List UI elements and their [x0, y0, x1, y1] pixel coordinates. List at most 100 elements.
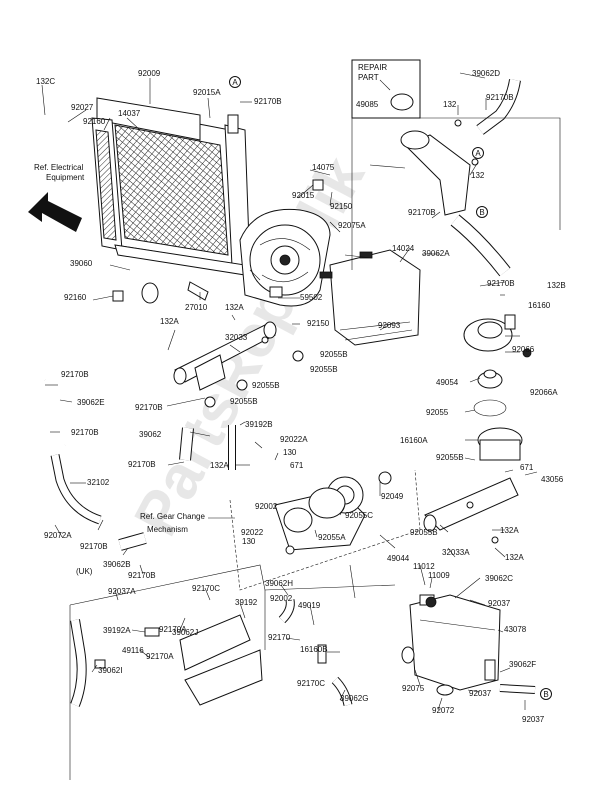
part-number-label: 39192 — [235, 598, 258, 607]
part-number-label: 92170B — [254, 97, 282, 106]
thermostat-housing — [423, 314, 532, 544]
part-number-label: 92170B — [487, 279, 515, 288]
part-number-label: Ref. Gear Change — [140, 512, 205, 521]
part-number-label: 92160 — [83, 117, 106, 126]
part-number-label: 14037 — [118, 109, 141, 118]
part-number-label: 92022 — [241, 528, 264, 537]
part-number-label: 92037 — [469, 689, 492, 698]
part-number-label: 39062B — [103, 560, 131, 569]
part-number-label: 49044 — [387, 554, 410, 563]
part-number-label: 92055B — [230, 397, 258, 406]
part-number-label: 11009 — [428, 571, 450, 580]
water-pipe — [173, 321, 304, 408]
part-number-label: 92066A — [530, 388, 558, 397]
part-number-label: 132A — [210, 461, 229, 470]
part-number-label: 92022A — [280, 435, 308, 444]
part-number-label: 39192B — [245, 420, 273, 429]
part-number-label: 39062D — [472, 69, 500, 78]
part-number-label: 14075 — [312, 163, 335, 172]
part-number-label: 92170B — [408, 208, 436, 217]
part-number-label: 92170B — [135, 403, 163, 412]
part-number-label: 92170A — [159, 625, 187, 634]
part-number-label: 92055B — [252, 381, 280, 390]
part-number-label: 32033 — [225, 333, 248, 342]
marker-a-top: A — [229, 76, 241, 88]
svg-text:B: B — [543, 690, 548, 699]
part-number-label: 92066 — [512, 345, 535, 354]
part-number-label: 92055C — [345, 511, 373, 520]
part-number-label: 92072 — [432, 706, 455, 715]
part-number-label: 39060 — [70, 259, 93, 268]
part-number-label: 27010 — [185, 303, 208, 312]
uk-hoses — [69, 564, 396, 780]
part-number-label: 92170B — [486, 93, 514, 102]
part-number-label: 49085 — [356, 100, 379, 109]
part-number-label: (UK) — [76, 567, 93, 576]
part-number-label: 39062A — [422, 249, 450, 258]
part-number-label: 92055B — [320, 350, 348, 359]
part-number-label: 14024 — [392, 244, 415, 253]
water-pump — [274, 471, 392, 555]
part-number-label: 132B — [547, 281, 566, 290]
svg-text:B: B — [479, 208, 484, 217]
part-number-label: 92170B — [80, 542, 108, 551]
marker-b-lower: B — [540, 688, 552, 700]
repair-part-label-1: REPAIR — [358, 63, 387, 72]
part-number-label: 32102 — [87, 478, 110, 487]
part-number-label: 39062F — [509, 660, 536, 669]
part-number-label: 132 — [471, 171, 485, 180]
part-number-label: 92072A — [44, 531, 72, 540]
part-number-label: 92170B — [61, 370, 89, 379]
ref-electrical-label-2: Equipment — [46, 173, 85, 182]
direction-arrow — [28, 192, 82, 232]
part-number-label: 671 — [290, 461, 304, 470]
part-number-label: 92002 — [270, 594, 293, 603]
part-number-label: 92037A — [108, 587, 136, 596]
part-number-label: 132C — [36, 77, 55, 86]
part-number-label: 92027 — [71, 103, 94, 112]
part-number-label: 92015A — [193, 88, 221, 97]
part-number-label: 92170B — [128, 571, 156, 580]
part-number-label: 132 — [443, 100, 457, 109]
svg-text:A: A — [232, 78, 238, 87]
part-number-label: 92037 — [522, 715, 545, 724]
part-number-label: 132A — [160, 317, 179, 326]
part-number-label: 92055B — [410, 528, 438, 537]
part-number-label: 39062 — [139, 430, 162, 439]
part-number-label: 92049 — [381, 492, 404, 501]
part-number-label: Mechanism — [147, 525, 188, 534]
part-number-label: 39062H — [265, 579, 293, 588]
part-number-label: 92150 — [330, 202, 353, 211]
part-number-label: 92170 — [268, 633, 291, 642]
part-number-label: 16160A — [400, 436, 428, 445]
part-number-label: 49054 — [436, 378, 459, 387]
part-number-label: 130 — [242, 537, 256, 546]
part-number-label: 671 — [520, 463, 534, 472]
part-number-label: 92009 — [138, 69, 161, 78]
ref-electrical-label-1: Ref. Electrical — [34, 163, 84, 172]
part-number-label: 49019 — [298, 601, 321, 610]
part-number-labels: 132C9200992027140379216092015A92170B1407… — [36, 69, 566, 724]
part-number-label: 92002 — [255, 502, 278, 511]
part-number-label: 92150 — [307, 319, 330, 328]
part-number-label: 92055 — [426, 408, 449, 417]
part-number-label: 32033A — [442, 548, 470, 557]
part-number-label: 39062G — [340, 694, 368, 703]
part-number-label: 92055B — [310, 365, 338, 374]
part-number-label: 43056 — [541, 475, 564, 484]
part-number-label: 92170B — [128, 460, 156, 469]
part-number-label: 39062I — [98, 666, 122, 675]
part-number-label: 92170C — [297, 679, 325, 688]
part-number-label: 132A — [500, 526, 519, 535]
part-number-label: 11012 — [413, 562, 435, 571]
part-number-label: 59502 — [300, 293, 323, 302]
part-number-label: 92055B — [436, 453, 464, 462]
part-number-label: 92037 — [488, 599, 511, 608]
fan-assembly — [239, 179, 331, 307]
part-number-label: 43078 — [504, 625, 527, 634]
svg-text:A: A — [475, 149, 481, 158]
part-number-label: 39192A — [103, 626, 131, 635]
part-number-label: 92170A — [146, 652, 174, 661]
marker-b-right: B — [476, 206, 488, 218]
